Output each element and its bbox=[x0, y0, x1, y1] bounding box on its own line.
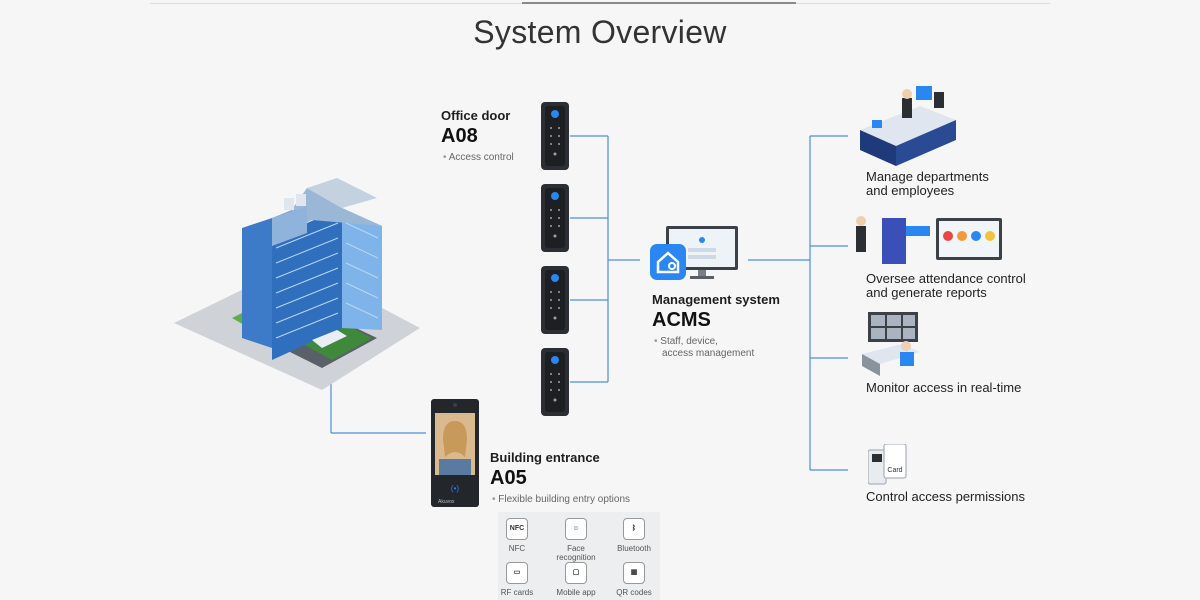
function-line1: Monitor access in real-time bbox=[866, 380, 1022, 395]
office-door-label: Office door A08 Access control bbox=[441, 108, 514, 163]
office-door-model: A08 bbox=[441, 125, 478, 147]
office-door-subtitle: Office door bbox=[441, 108, 511, 123]
face-recognition-icon: ☺ bbox=[565, 518, 587, 540]
office-building-illustration bbox=[174, 178, 420, 390]
entry-method-qr: ▦ QR codes bbox=[609, 562, 659, 597]
function-line2: and generate reports bbox=[866, 285, 987, 300]
management-bullet-line2: access management bbox=[662, 348, 755, 359]
attendance-illustration bbox=[856, 216, 1002, 264]
entry-method-label: RF cards bbox=[500, 588, 534, 597]
reception-desk-illustration bbox=[860, 86, 956, 166]
function-attendance: Oversee attendance control and generate … bbox=[866, 272, 1026, 300]
a08-door-device-4 bbox=[541, 348, 569, 421]
building-entrance-label: Building entrance A05 Flexible building … bbox=[490, 450, 630, 505]
bluetooth-icon: ᛒ bbox=[623, 518, 645, 540]
entry-method-label: QR codes bbox=[616, 588, 652, 597]
building-entrance-subtitle: Building entrance bbox=[490, 450, 600, 465]
svg-text:(•): (•) bbox=[451, 484, 459, 493]
nfc-icon: NFC bbox=[506, 518, 528, 540]
a05-entrance-device: (•) bbox=[431, 399, 479, 512]
a08-door-device-1 bbox=[541, 102, 569, 175]
management-label: Management system ACMS Staff, device, ac… bbox=[652, 292, 780, 359]
device-brand: Akuvox bbox=[438, 499, 455, 505]
entry-method-label: Mobile app bbox=[556, 588, 596, 597]
management-subtitle: Management system bbox=[652, 292, 780, 307]
entry-method-bluetooth: ᛒ Bluetooth bbox=[609, 518, 659, 553]
function-line1: Control access permissions bbox=[866, 489, 1025, 504]
a08-door-device-3 bbox=[541, 266, 569, 339]
building-entrance-model: A05 bbox=[490, 467, 527, 489]
function-manage-departments: Manage departments and employees bbox=[866, 170, 989, 198]
function-monitor: Monitor access in real-time bbox=[866, 381, 1021, 395]
access-card-illustration: Card bbox=[868, 444, 907, 485]
entry-method-label: Bluetooth bbox=[617, 544, 651, 553]
qr-code-icon: ▦ bbox=[623, 562, 645, 584]
rf-card-icon: ▭ bbox=[506, 562, 528, 584]
function-line2: and employees bbox=[866, 183, 955, 198]
entry-method-mobile: ▢ Mobile app bbox=[551, 562, 601, 597]
entry-method-label: NFC bbox=[508, 544, 526, 553]
function-line1: Manage departments bbox=[866, 169, 989, 184]
a08-door-device-2 bbox=[541, 184, 569, 257]
page-title: System Overview bbox=[473, 14, 727, 50]
function-permissions: Control access permissions bbox=[866, 490, 1025, 504]
mobile-app-icon: ▢ bbox=[565, 562, 587, 584]
title-divider bbox=[522, 2, 796, 4]
entry-method-nfc: NFC NFC bbox=[492, 518, 542, 553]
building-entrance-bullet: Flexible building entry options bbox=[492, 494, 630, 505]
function-line1: Oversee attendance control bbox=[866, 271, 1026, 286]
office-door-bullet: Access control bbox=[443, 152, 514, 163]
entry-method-rf: ▭ RF cards bbox=[492, 562, 542, 597]
management-model: ACMS bbox=[652, 309, 711, 331]
entry-method-label: Face recognition bbox=[556, 544, 596, 562]
management-bullet-line1: Staff, device, bbox=[654, 336, 780, 347]
entry-method-face: ☺ Face recognition bbox=[551, 518, 601, 562]
access-card-text: Card bbox=[887, 467, 902, 474]
monitoring-station-illustration bbox=[862, 312, 920, 376]
management-monitor-illustration bbox=[650, 226, 738, 280]
